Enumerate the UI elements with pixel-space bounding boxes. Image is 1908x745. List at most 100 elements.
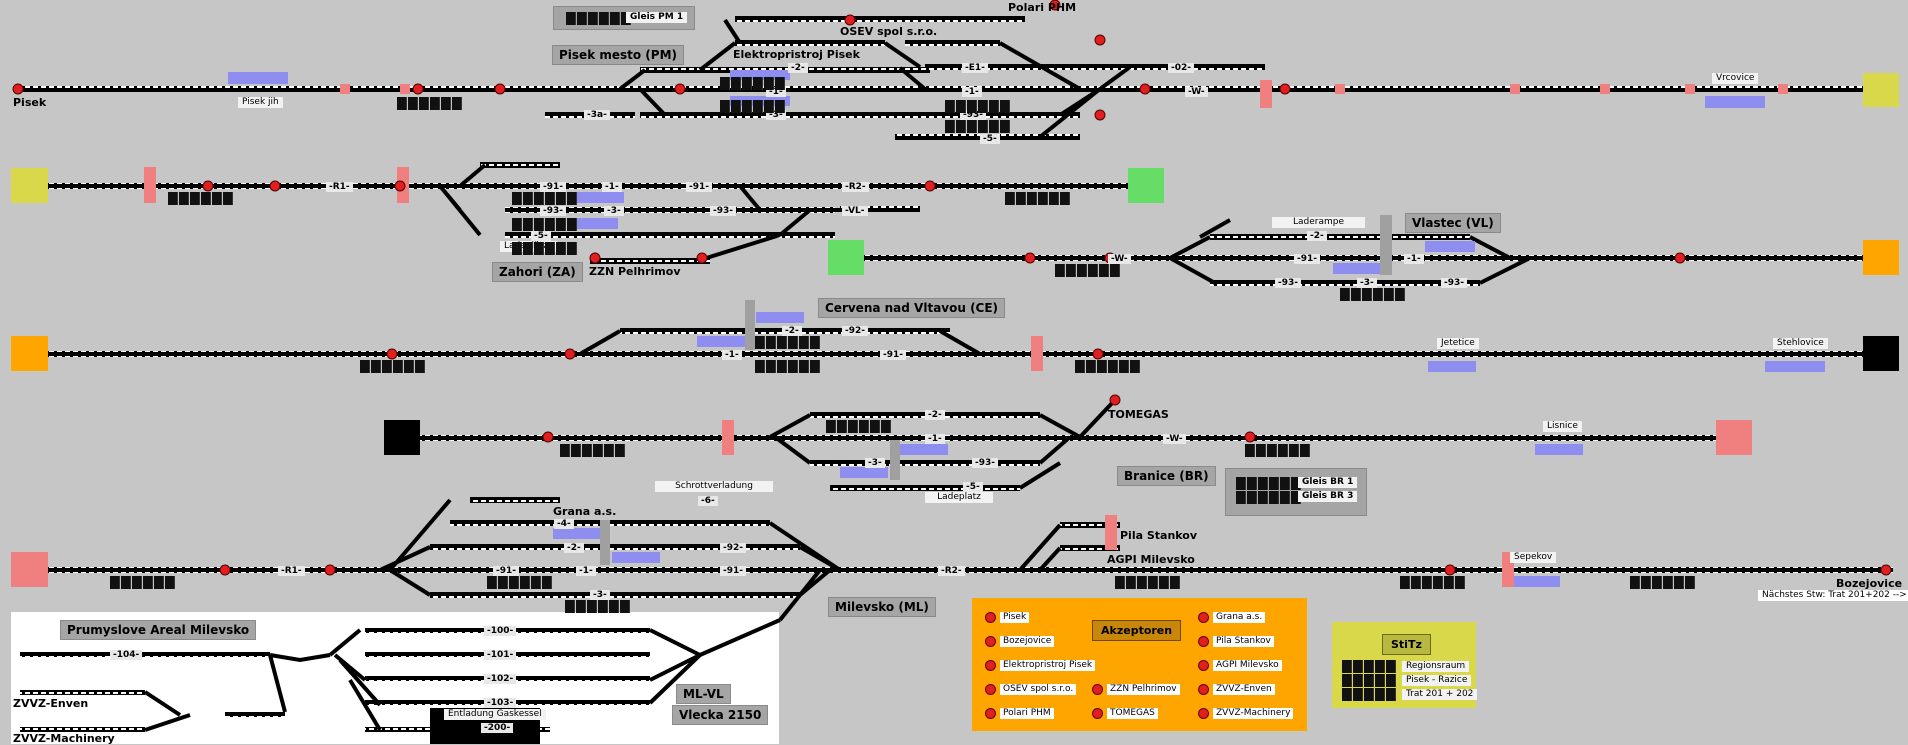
legend-item[interactable]: ZZN Pelhrimov <box>1092 684 1180 695</box>
track-segment[interactable] <box>430 544 800 550</box>
train-number-display[interactable] <box>1075 360 1140 373</box>
track-segment[interactable] <box>14 86 1874 92</box>
legend-item[interactable]: TOMEGAS <box>1092 708 1158 719</box>
train-number-display[interactable] <box>720 100 785 113</box>
gleis-pm-box[interactable]: Gleis PM 1 <box>553 6 695 30</box>
train-number-display[interactable] <box>826 420 891 433</box>
station-box-milevsko[interactable]: Milevsko (ML) <box>828 597 936 617</box>
track-segment[interactable] <box>810 460 1040 466</box>
track-segment[interactable] <box>430 592 800 598</box>
train-number-display[interactable] <box>1115 576 1180 589</box>
train-number-display[interactable] <box>755 336 820 349</box>
train-number-display[interactable] <box>1005 192 1070 205</box>
track-segment[interactable] <box>925 64 1265 70</box>
signal-icon[interactable] <box>1024 252 1036 264</box>
signal-icon[interactable] <box>564 348 576 360</box>
signal-icon[interactable] <box>589 252 601 264</box>
train-number-display[interactable] <box>110 576 175 589</box>
signal-icon[interactable] <box>219 564 231 576</box>
signal-icon[interactable] <box>1139 83 1151 95</box>
station-box-vlastec[interactable]: Vlastec (VL) <box>1405 213 1501 233</box>
train-number-display[interactable] <box>720 77 785 90</box>
black-endpoint[interactable] <box>1863 336 1899 371</box>
signal-icon[interactable] <box>1092 348 1104 360</box>
legend-item[interactable]: Pila Stankov <box>1198 636 1274 647</box>
train-number-display[interactable] <box>397 97 462 110</box>
train-number-display[interactable] <box>1400 576 1465 589</box>
track-segment[interactable] <box>505 232 835 238</box>
green-endpoint[interactable] <box>828 240 864 275</box>
green-endpoint[interactable] <box>1128 168 1164 203</box>
track-segment[interactable] <box>864 255 1864 261</box>
train-number-display[interactable] <box>560 444 625 457</box>
track-segment[interactable] <box>1060 522 1120 528</box>
track-segment[interactable] <box>1210 280 1480 286</box>
station-box-branice[interactable]: Branice (BR) <box>1117 466 1216 486</box>
signal-icon[interactable] <box>412 83 424 95</box>
signal-icon[interactable] <box>844 14 856 26</box>
train-number-display[interactable] <box>168 192 233 205</box>
legend-item[interactable]: Pisek <box>985 612 1030 623</box>
train-number-display[interactable] <box>945 100 1010 113</box>
train-number-display[interactable] <box>945 120 1010 133</box>
station-box-zahori[interactable]: Zahori (ZA) <box>492 262 583 282</box>
train-number-display[interactable] <box>1630 576 1695 589</box>
train-number-display[interactable] <box>565 600 630 613</box>
legend-item[interactable]: ZVVZ-Enven <box>1198 684 1275 695</box>
legend-item[interactable]: Elektropristroj Pisek <box>985 660 1096 671</box>
train-number-display[interactable] <box>512 192 577 205</box>
legend-item[interactable]: OSEV spol s.r.o. <box>985 684 1077 695</box>
orange-endpoint[interactable] <box>1863 240 1899 275</box>
signal-icon[interactable] <box>1880 564 1892 576</box>
signal-icon[interactable] <box>202 180 214 192</box>
signal-icon[interactable] <box>269 180 281 192</box>
train-number-display[interactable] <box>487 576 552 589</box>
train-number-display[interactable] <box>512 242 577 255</box>
track-segment[interactable] <box>48 351 1863 357</box>
track-segment[interactable] <box>480 162 560 168</box>
stitz-counter[interactable] <box>1342 674 1396 687</box>
track-segment[interactable] <box>470 497 560 503</box>
train-number-display[interactable] <box>360 360 425 373</box>
track-segment[interactable] <box>640 112 1080 118</box>
signal-icon[interactable] <box>924 180 936 192</box>
track-segment[interactable] <box>735 40 885 46</box>
track-segment[interactable] <box>48 183 1128 189</box>
track-segment[interactable] <box>590 258 710 264</box>
train-number-display[interactable] <box>755 360 820 373</box>
track-segment[interactable] <box>48 567 1893 573</box>
pink-endpoint[interactable] <box>1716 420 1752 455</box>
yellow-endpoint[interactable] <box>11 168 48 203</box>
track-segment[interactable] <box>735 16 1025 22</box>
signal-icon[interactable] <box>494 83 506 95</box>
black-endpoint[interactable] <box>384 420 420 455</box>
legend-item[interactable]: Bozejovice <box>985 636 1055 647</box>
train-number-display[interactable] <box>512 218 577 231</box>
legend-item[interactable]: Grana a.s. <box>1198 612 1266 623</box>
legend-item[interactable]: Polari PHM <box>985 708 1054 719</box>
signal-icon[interactable] <box>1094 34 1106 46</box>
signal-icon[interactable] <box>696 252 708 264</box>
legend-item[interactable]: AGPI Milevsko <box>1198 660 1282 671</box>
stitz-counter[interactable] <box>1342 660 1396 673</box>
signal-icon[interactable] <box>1049 0 1061 11</box>
track-segment[interactable] <box>1210 234 1470 240</box>
yellow-endpoint[interactable] <box>1863 73 1899 107</box>
signal-icon[interactable] <box>1094 109 1106 121</box>
train-number-display[interactable] <box>1055 264 1120 277</box>
signal-icon[interactable] <box>394 180 406 192</box>
track-segment[interactable] <box>505 207 835 213</box>
signal-icon[interactable] <box>542 431 554 443</box>
signal-icon[interactable] <box>386 348 398 360</box>
track-segment[interactable] <box>840 206 920 212</box>
station-box-pisek-mesto[interactable]: Pisek mesto (PM) <box>552 45 684 65</box>
signal-icon[interactable] <box>1279 83 1291 95</box>
stitz-counter[interactable] <box>1342 688 1396 701</box>
train-number-display[interactable] <box>1340 288 1405 301</box>
gleis-br-box[interactable]: Gleis BR 1 Gleis BR 3 <box>1225 468 1367 516</box>
track-segment[interactable] <box>830 485 1020 491</box>
signal-icon[interactable] <box>324 564 336 576</box>
signal-icon[interactable] <box>1444 564 1456 576</box>
pink-endpoint[interactable] <box>11 552 48 587</box>
signal-icon[interactable] <box>1244 431 1256 443</box>
